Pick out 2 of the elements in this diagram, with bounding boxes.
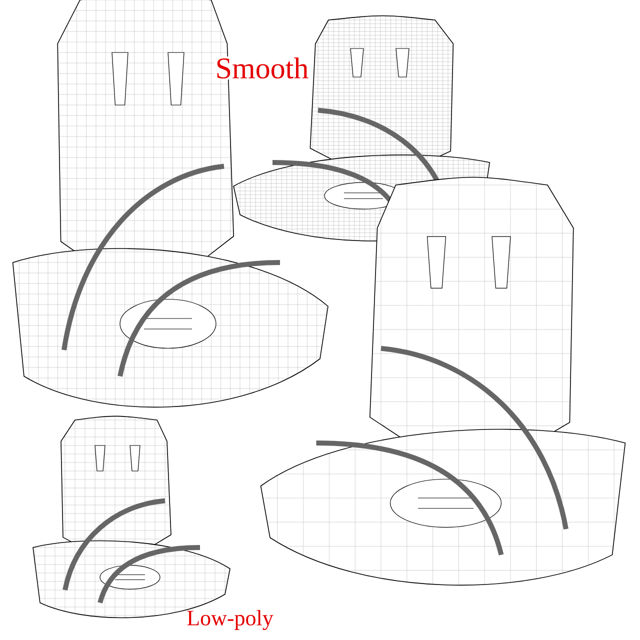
title-label: Smooth	[214, 56, 310, 80]
title-label: Low-poly	[187, 610, 274, 630]
